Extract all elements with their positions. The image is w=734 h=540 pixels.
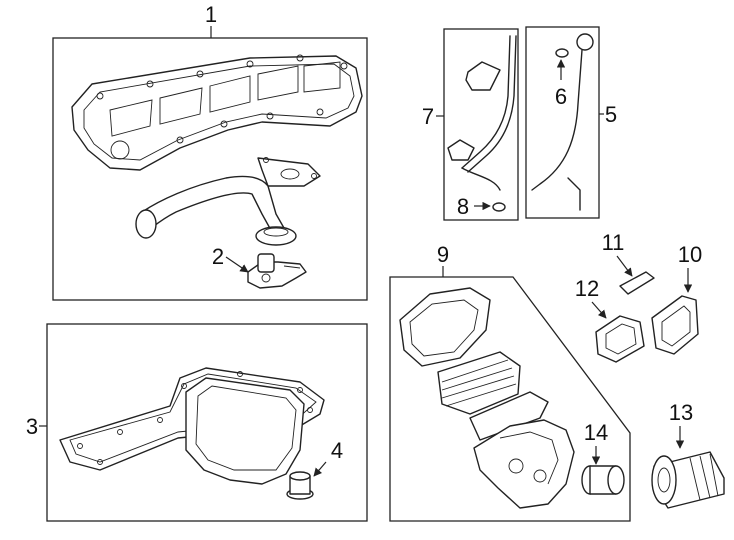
- group-frame-1: [52, 37, 368, 301]
- callout-14: 14: [584, 420, 608, 445]
- drain-plug-part: [286, 471, 314, 500]
- fitting-part: [581, 465, 625, 495]
- group-frame-9: [389, 276, 631, 522]
- callout-9: 9: [437, 242, 449, 267]
- callout-5: 5: [605, 102, 617, 127]
- leader-2: [225, 256, 249, 273]
- leader-11: [616, 255, 633, 277]
- oil-cooler-assembly-part: [399, 287, 575, 509]
- callout-3: 3: [26, 414, 38, 439]
- gasket-small-part: [619, 271, 655, 295]
- callout-7: 7: [422, 104, 434, 129]
- group-frame-3: [46, 323, 368, 522]
- oil-pickup-tube-part: [135, 157, 321, 246]
- callout-13: 13: [669, 400, 693, 425]
- callout-4: 4: [331, 438, 343, 463]
- callout-11: 11: [602, 230, 625, 255]
- dipstick-part: [531, 33, 594, 211]
- leader-4: [313, 461, 327, 477]
- callout-10: 10: [678, 242, 702, 267]
- callout-8: 8: [457, 194, 469, 219]
- callout-12: 12: [575, 276, 599, 301]
- oil-filter-part: [651, 451, 725, 509]
- leader-12: [591, 301, 607, 319]
- group-frame-5: [525, 26, 600, 219]
- group-frame-7: [443, 28, 519, 221]
- gasket-plate-part: [595, 315, 645, 363]
- intake-manifold-part: [71, 54, 363, 171]
- callout-6: 6: [555, 84, 567, 109]
- callout-2: 2: [212, 244, 224, 269]
- oil-pan-part: [59, 367, 325, 485]
- dipstick-tube-part: [447, 35, 517, 212]
- cover-part: [651, 295, 699, 355]
- oil-sensor-part: [247, 253, 307, 289]
- callout-1: 1: [205, 2, 217, 27]
